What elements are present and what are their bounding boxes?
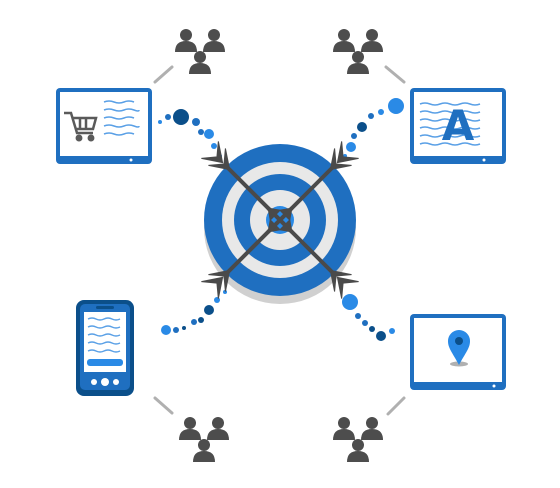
text-lines xyxy=(103,100,140,136)
device-monitor-map xyxy=(410,314,506,390)
connector-bottom-left xyxy=(153,396,174,415)
dot-trail-bottom-right xyxy=(342,294,395,341)
connectors xyxy=(153,65,406,416)
people-group-icon xyxy=(175,29,225,74)
cart-icon xyxy=(64,111,98,142)
device-monitor-cart xyxy=(56,88,152,164)
dot-trail-top-left xyxy=(158,109,222,158)
people-group-icon xyxy=(333,29,383,74)
text-lines xyxy=(87,317,121,353)
dot-trail-bottom-left xyxy=(161,290,227,335)
dot-trail-top-right xyxy=(343,98,404,158)
connector-bottom-right xyxy=(386,396,406,416)
connector-top-right xyxy=(384,65,406,84)
people-group-icon xyxy=(179,417,229,462)
device-monitor-document: A xyxy=(410,88,506,164)
target-with-arrows-icon xyxy=(201,141,358,304)
device-mobile-phone xyxy=(76,300,134,396)
text-lines xyxy=(419,102,481,146)
map-pin-icon xyxy=(448,330,470,367)
people-group-icon xyxy=(333,417,383,462)
connector-top-left xyxy=(153,65,174,84)
letter-a-icon: A xyxy=(442,101,475,150)
